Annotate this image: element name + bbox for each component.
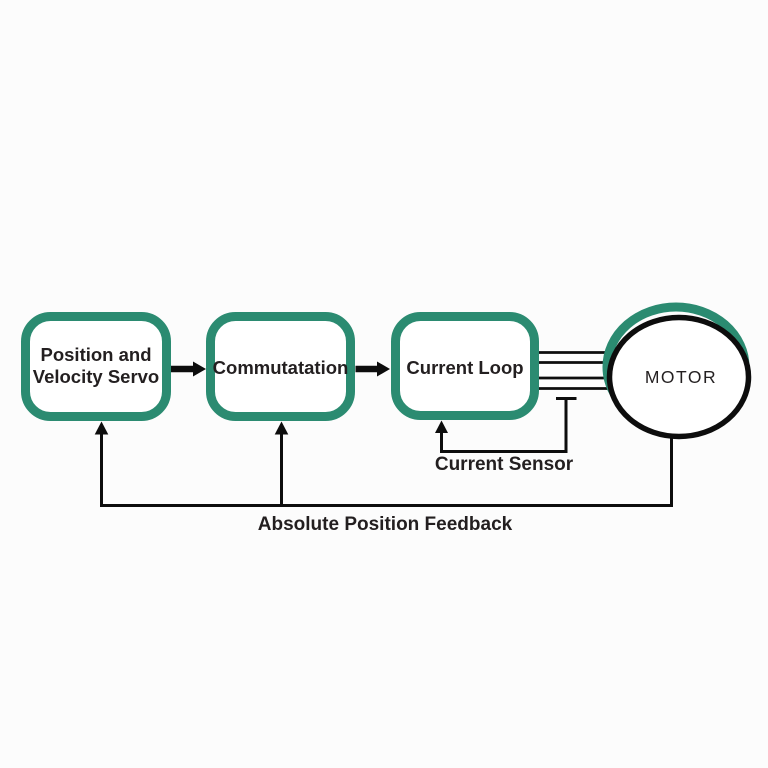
sensor-up-arrowhead-icon	[435, 420, 448, 433]
right-arrowhead-icon	[193, 361, 206, 377]
block-position-velocity-servo: Position and Velocity Servo	[21, 312, 171, 421]
commutatation-label: Commutatation	[213, 357, 349, 378]
feedback-arrowhead-servo-icon	[94, 421, 109, 435]
right-arrowhead-icon	[377, 361, 390, 377]
current-loop-label: Current Loop	[406, 357, 523, 378]
servo-label-line1: Position and	[41, 344, 152, 365]
servo-label-line2: Velocity Servo	[33, 366, 159, 387]
motor-label: MOTOR	[645, 367, 717, 387]
block-commutatation: Commutatation	[206, 312, 355, 421]
current-loop-box-outline	[391, 312, 539, 420]
feedback-arrowhead-commutation-icon	[274, 421, 289, 435]
current-sensor-loop: Current Sensor	[435, 397, 577, 475]
servo-box-outline	[21, 312, 171, 421]
arrow-servo-to-commutation	[171, 361, 206, 377]
block-motor: MOTOR	[602, 302, 752, 440]
motor-circle-outline	[606, 314, 752, 440]
absolute-position-feedback-path: Absolute Position Feedback	[94, 421, 673, 535]
absolute-position-feedback-label: Absolute Position Feedback	[258, 514, 513, 535]
arrow-commutation-to-current-loop	[355, 361, 390, 377]
commutatation-box-outline	[206, 312, 355, 421]
block-current-loop: Current Loop	[391, 312, 539, 420]
current-sensor-label: Current Sensor	[435, 454, 574, 475]
